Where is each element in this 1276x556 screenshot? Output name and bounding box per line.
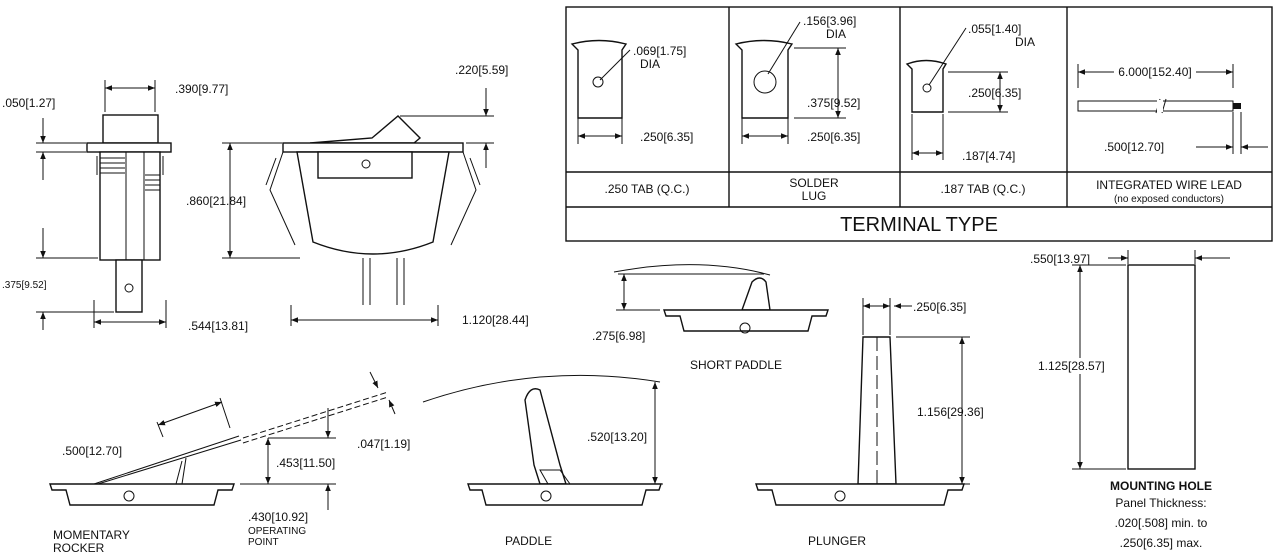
short-paddle-label: SHORT PADDLE (690, 358, 782, 372)
dim-rocker-height: .220[5.59] (455, 63, 508, 77)
cell3-dia: DIA (1015, 35, 1035, 49)
side-view (265, 115, 481, 305)
cell4-length: 6.000[152.40] (1118, 65, 1191, 79)
terminal-table: TERMINAL TYPE .069[1.75] DIA .250[6.35] … (565, 6, 1273, 242)
dim-flange-thickness: .050[1.27] (2, 96, 55, 110)
cell2-height: .375[9.52] (807, 96, 860, 110)
dim-front-width: .544[13.81] (188, 319, 248, 333)
paddle: .520[13.20] PADDLE (422, 374, 663, 548)
front-dimensions: .390[9.77] .050[1.27] .375[9.52] .544[13… (2, 80, 248, 333)
panel-thickness-3: .250[6.35] max. (1120, 536, 1203, 550)
cell4-name: INTEGRATED WIRE LEAD (1096, 178, 1242, 192)
cell2-width: .250[6.35] (807, 130, 860, 144)
cell3-hole: .055[1.40] (968, 22, 1021, 36)
cell2-name: SOLDER (789, 176, 839, 190)
dim-side-height: .860[21.84] (186, 194, 246, 208)
dim-pl-height: 1.156[29.36] (917, 405, 984, 419)
dim-paddle-height: .520[13.20] (587, 430, 647, 444)
cell1-dia: DIA (640, 57, 660, 71)
dim-mr-height: .453[11.50] (276, 456, 335, 470)
side-dimensions: .220[5.59] .860[21.84] 1.120[28.44] (186, 63, 529, 327)
dim-mr-op: .430[10.92] (248, 510, 308, 524)
cell1-name: .250 TAB (Q.C.) (605, 182, 690, 196)
cell1-hole: .069[1.75] (633, 44, 686, 58)
op-line2: POINT (248, 537, 279, 548)
dim-mh-height: 1.125[28.57] (1038, 359, 1105, 373)
mr-label-2: ROCKER (53, 541, 105, 555)
panel-thickness-2: .020[.508] min. to (1115, 516, 1208, 530)
cell3-height: .250[6.35] (968, 86, 1021, 100)
cell4-name2: (no exposed conductors) (1114, 194, 1224, 205)
dim-pl-width: .250[6.35] (913, 300, 966, 314)
cell3-width: .187[4.74] (962, 149, 1015, 163)
plunger: .250[6.35] 1.156[29.36] PLUNGER (755, 298, 984, 548)
cell2-name2: LUG (802, 189, 827, 203)
momentary-rocker: .500[12.70] .047[1.19] .453[11.50] .430[… (49, 371, 410, 555)
dim-front-top-width: .390[9.77] (175, 82, 228, 96)
cell4-strip: .500[12.70] (1104, 140, 1164, 154)
dim-mh-width: .550[13.97] (1030, 252, 1090, 266)
dim-sp-height: .275[6.98] (592, 329, 645, 343)
terminal-type-title: TERMINAL TYPE (840, 214, 998, 236)
cell2-dia: DIA (826, 27, 846, 41)
mounting-hole-title: MOUNTING HOLE (1110, 479, 1212, 493)
cell3-name: .187 TAB (Q.C.) (941, 182, 1026, 196)
short-paddle: .275[6.98] SHORT PADDLE (592, 264, 829, 372)
dim-tab-length: .375[9.52] (2, 280, 47, 291)
plunger-label: PLUNGER (808, 534, 866, 548)
cell1-width: .250[6.35] (640, 130, 693, 144)
dim-mr-length: .500[12.70] (62, 444, 122, 458)
panel-thickness-1: Panel Thickness: (1115, 496, 1206, 510)
paddle-label: PADDLE (505, 534, 552, 548)
dim-mr-thickness: .047[1.19] (357, 437, 410, 451)
front-view (86, 114, 172, 313)
mr-label-1: MOMENTARY (53, 528, 130, 542)
cell2-hole: .156[3.96] (803, 14, 856, 28)
mounting-hole: .550[13.97] 1.125[28.57] MOUNTING HOLE P… (1030, 250, 1230, 550)
op-line1: OPERATING (248, 526, 306, 537)
dim-side-width: 1.120[28.44] (462, 313, 529, 327)
